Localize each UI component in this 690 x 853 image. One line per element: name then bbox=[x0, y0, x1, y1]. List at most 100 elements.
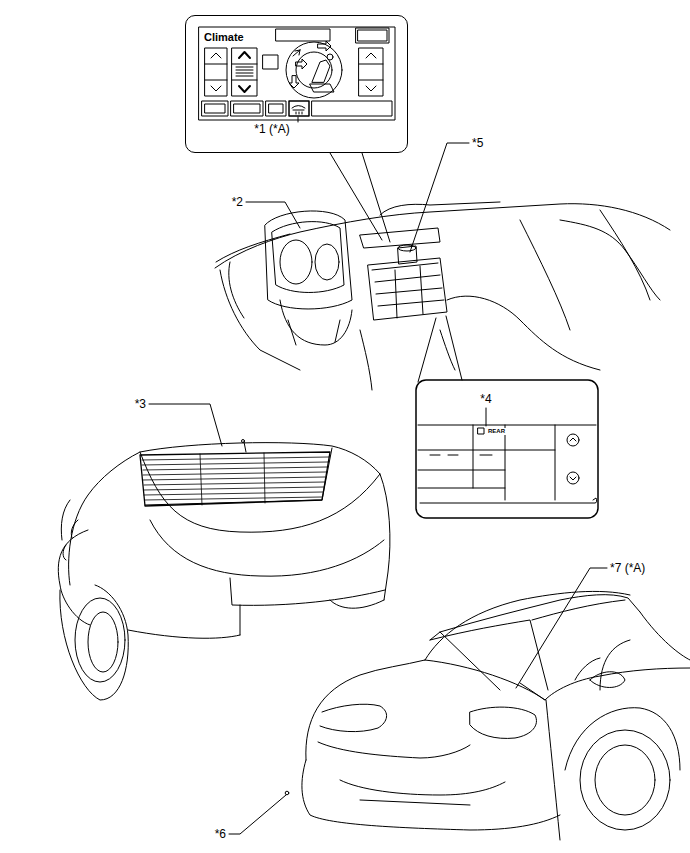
screen-display-part bbox=[269, 104, 283, 113]
screen-display-part bbox=[232, 64, 257, 65]
front-vehicle-part bbox=[590, 672, 625, 688]
screen-display-part bbox=[312, 101, 392, 116]
screen-display-part bbox=[318, 41, 331, 51]
front-vehicle-part bbox=[430, 595, 640, 640]
dashboard-part bbox=[229, 262, 244, 318]
front-vehicle-part bbox=[360, 800, 470, 805]
screen-display-part bbox=[366, 53, 376, 58]
screen-panel: Climate bbox=[185, 15, 408, 153]
screen-display-part bbox=[239, 52, 250, 58]
dashboard-part bbox=[398, 246, 417, 264]
front-vehicle-part bbox=[306, 660, 425, 760]
leader-lines-part bbox=[246, 202, 300, 228]
climate-panel-inset-part bbox=[448, 455, 458, 456]
front-vehicle-part bbox=[580, 730, 670, 830]
climate-panel-inset-part bbox=[567, 434, 579, 446]
rear-vehicle-part bbox=[330, 600, 384, 608]
rear-vehicle bbox=[58, 440, 390, 701]
callout-number: *5 bbox=[471, 137, 484, 150]
screen-display-part bbox=[296, 52, 332, 88]
rear-vehicle-part bbox=[88, 612, 118, 672]
climate-panel-inset bbox=[416, 380, 598, 518]
leader-lines-part bbox=[410, 143, 469, 252]
callout-lines-part bbox=[446, 316, 462, 380]
screen-display-part bbox=[211, 86, 221, 91]
dashboard-part bbox=[368, 258, 447, 320]
screen-display-part bbox=[236, 70, 253, 71]
front-vehicle-part bbox=[640, 612, 690, 660]
leader-lines bbox=[149, 143, 607, 834]
dashboard-part bbox=[360, 330, 455, 390]
screen-display-part bbox=[289, 101, 309, 116]
climate-panel-inset-part bbox=[555, 425, 556, 500]
climate-panel-inset-part bbox=[570, 438, 576, 441]
rear-vehicle-part bbox=[142, 453, 329, 505]
dashboard-part bbox=[288, 320, 340, 345]
screen-display-part bbox=[298, 117, 299, 122]
rear-vehicle-part bbox=[230, 578, 385, 605]
screen-display-part bbox=[266, 101, 286, 116]
screen-title: Climate bbox=[204, 31, 244, 43]
front-vehicle-part bbox=[285, 791, 289, 795]
front-vehicle-part bbox=[425, 591, 630, 660]
rear-vehicle-part bbox=[58, 530, 90, 625]
screen-display-part bbox=[263, 55, 278, 69]
front-vehicle-part bbox=[318, 742, 470, 758]
screen-display-part bbox=[293, 50, 300, 56]
dashboard-part bbox=[272, 222, 344, 293]
dashboard-part bbox=[395, 266, 423, 318]
screen-display-part bbox=[289, 76, 299, 88]
screen-display-part bbox=[327, 54, 333, 60]
rear-vehicle-part bbox=[140, 452, 380, 532]
leader-lines-part bbox=[149, 404, 222, 446]
callout-number: *2 bbox=[231, 196, 244, 209]
screen-display-part bbox=[292, 106, 305, 115]
front-vehicle-part bbox=[575, 640, 630, 690]
front-vehicle-part bbox=[546, 700, 560, 840]
climate-panel-inset-part bbox=[418, 450, 555, 451]
screen-display bbox=[199, 27, 395, 122]
screen-display-part bbox=[356, 28, 389, 43]
climate-panel-inset-part bbox=[478, 428, 484, 434]
leader-lines-part bbox=[516, 568, 607, 688]
rear-vehicle-part bbox=[140, 452, 330, 506]
screen-display-part bbox=[232, 80, 257, 81]
climate-panel-inset-part bbox=[486, 408, 487, 426]
dashboard-part bbox=[280, 240, 312, 284]
front-vehicle bbox=[285, 591, 690, 840]
callout-number: *1 (*A) bbox=[253, 123, 290, 136]
front-vehicle-part bbox=[565, 708, 680, 770]
front-vehicle-part bbox=[532, 600, 625, 620]
leader-lines-part bbox=[229, 795, 286, 834]
dashboard-part bbox=[520, 210, 650, 330]
rear-vehicle-part bbox=[69, 443, 390, 600]
rear-vehicle-part bbox=[60, 585, 128, 700]
rear-vehicle-part bbox=[244, 442, 246, 452]
dashboard-part bbox=[220, 270, 300, 370]
dashboard-part bbox=[447, 296, 600, 370]
front-vehicle-part bbox=[302, 760, 560, 830]
front-vehicle-part bbox=[425, 660, 545, 700]
climate-panel-inset-part bbox=[430, 455, 440, 456]
screen-display-part bbox=[366, 86, 376, 91]
rear-vehicle-part bbox=[143, 477, 325, 480]
screen-display-part bbox=[310, 84, 334, 92]
front-vehicle-part bbox=[340, 780, 505, 795]
front-vehicle-part bbox=[320, 704, 387, 731]
rear-vehicle-part bbox=[264, 453, 265, 503]
front-vehicle-part bbox=[470, 707, 536, 738]
callout-number: *4 bbox=[479, 393, 492, 406]
climate-panel-inset-part bbox=[416, 380, 598, 518]
climate-panel-inset-part bbox=[480, 455, 492, 456]
dashboard bbox=[215, 202, 670, 390]
screen-display-part bbox=[211, 53, 221, 58]
rear-vehicle-part bbox=[200, 454, 202, 505]
screen-display-part bbox=[205, 104, 225, 113]
callout-number: *6 bbox=[214, 828, 227, 841]
screen-display-part bbox=[232, 48, 257, 96]
rear-vehicle-part bbox=[242, 440, 245, 443]
screen-display-part bbox=[236, 67, 253, 68]
callout-number: *3 bbox=[134, 398, 147, 411]
callout-lines-part bbox=[362, 153, 390, 242]
